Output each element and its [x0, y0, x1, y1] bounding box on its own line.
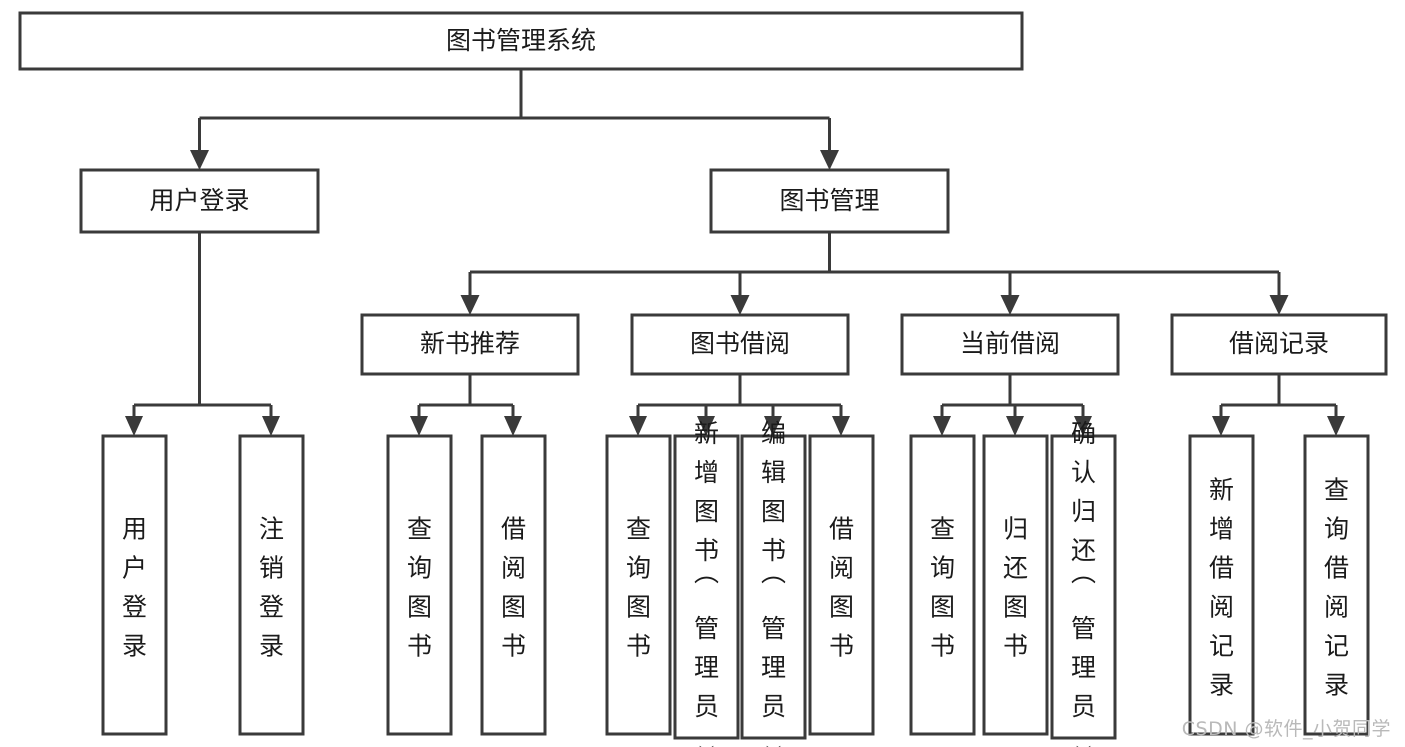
- leaf-rect[interactable]: [1303, 434, 1370, 736]
- node-root-label: 图书管理系统: [446, 26, 596, 55]
- watermark-csdn: CSDN @软件_小贺同学: [1181, 718, 1391, 740]
- node-current-borrow[interactable]: 当前借阅: [900, 313, 1120, 376]
- arrowhead-borrow-record: [1269, 295, 1289, 315]
- leaf-rect[interactable]: [909, 434, 976, 736]
- leaf-label: 借阅图书: [829, 514, 854, 660]
- leaf-leaf-add-borrow-record[interactable]: 新增借阅记录: [1188, 434, 1255, 736]
- node-current-borrow-label: 当前借阅: [960, 329, 1060, 358]
- node-book-borrow-label: 图书借阅: [690, 329, 790, 358]
- leaf-rect[interactable]: [808, 434, 875, 736]
- leaf-rect[interactable]: [1188, 434, 1255, 736]
- arrowhead-leaf-logout-login: [262, 416, 280, 436]
- arrowhead-leaf-edit-book-admin: [764, 416, 782, 436]
- leaf-label: 确认归还⌒管理员⌣: [1071, 419, 1096, 747]
- arrowhead-leaf-user-login: [125, 416, 143, 436]
- leaf-leaf-query-book-recommend[interactable]: 查询图书: [386, 434, 453, 736]
- leaf-label: 新增图书⌒管理员⌣: [694, 419, 719, 747]
- connector-group-borrow-record: [1212, 374, 1345, 436]
- leaf-rect[interactable]: [982, 434, 1049, 736]
- leaf-label: 查询图书: [626, 514, 651, 660]
- leaf-label: 编辑图书⌒管理员⌣: [761, 419, 786, 747]
- node-book-management-rect[interactable]: [709, 168, 950, 234]
- arrowhead-leaf-query-book-borrow: [629, 416, 647, 436]
- arrowhead-current-borrow: [1000, 295, 1020, 315]
- arrowhead-user-login: [190, 150, 209, 170]
- node-user-login-label: 用户登录: [149, 186, 249, 215]
- node-book-borrow-rect[interactable]: [630, 313, 850, 376]
- connector-group-user-login: [125, 232, 280, 436]
- connector-group-current-borrow: [933, 374, 1092, 436]
- leaf-leaf-logout-login[interactable]: 注销登录: [238, 434, 305, 736]
- leaf-label: 查询图书: [407, 514, 432, 660]
- leaf-rect[interactable]: [673, 434, 740, 740]
- arrowhead-leaf-query-borrow-record: [1327, 416, 1345, 436]
- arrowhead-leaf-query-book-current: [933, 416, 951, 436]
- node-book-borrow[interactable]: 图书借阅: [630, 313, 850, 376]
- arrowhead-leaf-add-book-admin: [697, 416, 715, 436]
- leaf-leaf-query-book-borrow[interactable]: 查询图书: [605, 434, 672, 736]
- leaf-leaf-borrow-book[interactable]: 借阅图书: [808, 434, 875, 736]
- node-user-login-rect[interactable]: [79, 168, 320, 234]
- node-user-login[interactable]: 用户登录: [79, 168, 320, 234]
- leaf-rect[interactable]: [605, 434, 672, 736]
- node-borrow-record[interactable]: 借阅记录: [1170, 313, 1388, 376]
- arrowhead-leaf-borrow-book-recommend: [504, 416, 522, 436]
- leaf-leaf-return-book[interactable]: 归还图书: [982, 434, 1049, 736]
- arrowhead-new-book-recommend: [460, 295, 480, 315]
- connector-group-new-book-recommend: [410, 374, 522, 436]
- arrowhead-leaf-confirm-return-admin: [1074, 416, 1092, 436]
- connector-group-root: [190, 69, 839, 170]
- arrowhead-book-borrow: [730, 295, 750, 315]
- node-new-book-recommend-rect[interactable]: [360, 313, 580, 376]
- connector-group-book-borrow: [629, 374, 850, 436]
- leaf-leaf-confirm-return-admin[interactable]: 确认归还⌒管理员⌣: [1050, 419, 1117, 747]
- arrowhead-book-management: [820, 150, 839, 170]
- leaf-leaf-query-borrow-record[interactable]: 查询借阅记录: [1303, 434, 1370, 736]
- node-root[interactable]: 图书管理系统: [18, 11, 1024, 71]
- leaf-label: 注销登录: [259, 514, 284, 660]
- leaf-leaf-add-book-admin[interactable]: 新增图书⌒管理员⌣: [673, 419, 740, 747]
- leaf-label: 归还图书: [1003, 514, 1028, 660]
- leaf-rect[interactable]: [1050, 434, 1117, 740]
- leaf-rect[interactable]: [480, 434, 547, 736]
- node-borrow-record-rect[interactable]: [1170, 313, 1388, 376]
- leaf-rect[interactable]: [238, 434, 305, 736]
- node-book-management-label: 图书管理: [779, 186, 879, 215]
- leaf-rect[interactable]: [386, 434, 453, 736]
- connector-group-book-management: [460, 232, 1289, 315]
- node-current-borrow-rect[interactable]: [900, 313, 1120, 376]
- node-new-book-recommend-label: 新书推荐: [420, 329, 520, 358]
- leaf-leaf-user-login[interactable]: 用户登录: [101, 434, 168, 736]
- leaf-rect[interactable]: [740, 434, 807, 740]
- node-root-rect[interactable]: [18, 11, 1024, 71]
- leaf-label: 查询图书: [930, 514, 955, 660]
- leaf-leaf-borrow-book-recommend[interactable]: 借阅图书: [480, 434, 547, 736]
- leaf-leaf-query-book-current[interactable]: 查询图书: [909, 434, 976, 736]
- leaf-label: 新增借阅记录: [1209, 475, 1234, 699]
- leaf-leaf-edit-book-admin[interactable]: 编辑图书⌒管理员⌣: [740, 419, 807, 747]
- leaf-label: 查询借阅记录: [1324, 475, 1349, 699]
- node-new-book-recommend[interactable]: 新书推荐: [360, 313, 580, 376]
- leaf-label: 借阅图书: [501, 514, 526, 660]
- leaf-label: 用户登录: [122, 514, 147, 660]
- leaf-rect[interactable]: [101, 434, 168, 736]
- arrowhead-leaf-query-book-recommend: [410, 416, 428, 436]
- arrowhead-leaf-add-borrow-record: [1212, 416, 1230, 436]
- arrowhead-leaf-borrow-book: [832, 416, 850, 436]
- leaf-node-layer: 用户登录 注销登录 查询图书 借阅图书 查询图书 新增图书⌒管理员⌣ 编辑图书⌒管理员⌣ 借阅…: [101, 419, 1370, 747]
- node-book-management[interactable]: 图书管理: [709, 168, 950, 234]
- node-borrow-record-label: 借阅记录: [1229, 329, 1329, 358]
- arrowhead-leaf-return-book: [1006, 416, 1024, 436]
